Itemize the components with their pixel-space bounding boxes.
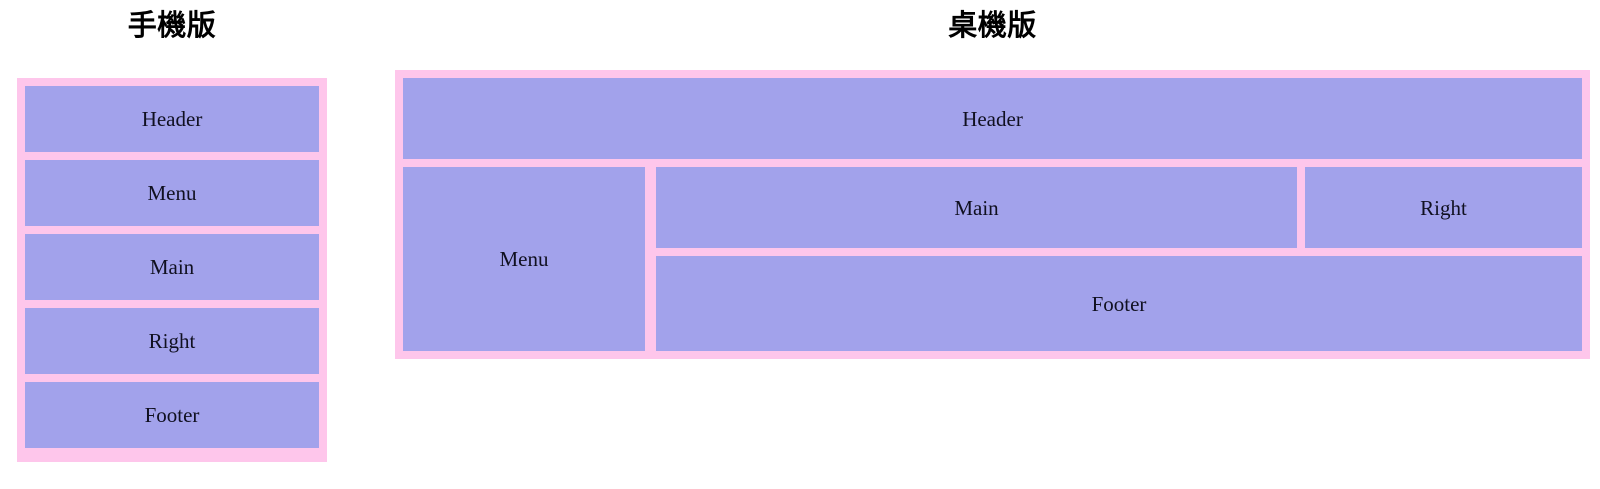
desktop-block-right[interactable]: Right	[1305, 167, 1582, 248]
mobile-layout-panel: Header Menu Main Right Footer	[17, 78, 327, 462]
desktop-block-menu-label: Menu	[499, 247, 549, 271]
mobile-block-right[interactable]: Right	[25, 308, 319, 374]
desktop-block-main[interactable]: Main	[656, 167, 1297, 248]
mobile-block-menu-label: Menu	[147, 181, 197, 205]
desktop-block-right-label: Right	[1420, 195, 1467, 220]
mobile-block-header-label: Header	[141, 107, 203, 131]
desktop-block-footer-label: Footer	[1091, 291, 1147, 316]
desktop-layout-panel: Header Menu Main Right Footer	[395, 70, 1590, 359]
desktop-block-header-label: Header	[962, 106, 1023, 131]
desktop-block-header[interactable]: Header	[403, 78, 1582, 159]
mobile-block-header[interactable]: Header	[25, 86, 319, 152]
desktop-block-menu[interactable]: Menu	[403, 167, 645, 351]
desktop-block-main-label: Main	[954, 195, 999, 220]
mobile-block-menu[interactable]: Menu	[25, 160, 319, 226]
desktop-block-footer[interactable]: Footer	[656, 256, 1582, 351]
desktop-section-title: 桌機版	[948, 10, 1037, 42]
mobile-block-footer-label: Footer	[144, 403, 200, 427]
mobile-block-right-label: Right	[148, 329, 196, 353]
mobile-block-footer[interactable]: Footer	[25, 382, 319, 448]
mobile-section-title: 手機版	[127, 10, 217, 42]
mobile-block-main-label: Main	[149, 255, 195, 279]
mobile-block-main[interactable]: Main	[25, 234, 319, 300]
